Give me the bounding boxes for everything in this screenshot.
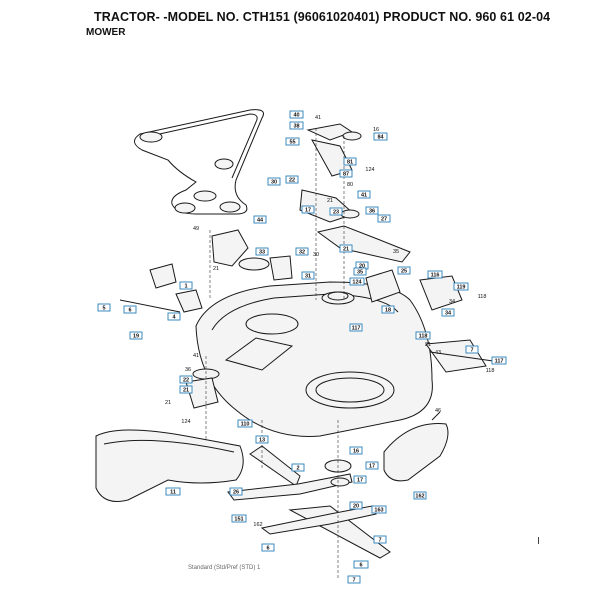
discharge-chute: [95, 429, 244, 502]
callout-plain-21b: 21: [213, 266, 219, 272]
callout-plain-16: 16: [373, 127, 379, 133]
callout-19: 19: [133, 334, 139, 340]
callout-17: 17: [305, 208, 311, 214]
callout-30: 30: [271, 180, 277, 186]
sheet-margin-mark: [538, 537, 539, 544]
callout-plain-41: 41: [315, 115, 321, 121]
callout-34: 34: [445, 311, 452, 317]
callout-4: 4: [172, 315, 176, 321]
left-spindle-assembly: [119, 229, 293, 313]
callout-20-bottom: 7: [352, 578, 355, 584]
callout-21-lower: 21: [183, 388, 189, 394]
callout-55: 55: [289, 140, 295, 146]
callout-44: 44: [257, 218, 264, 224]
callout-plain-35: 35: [393, 249, 399, 255]
callout-32: 32: [299, 250, 305, 256]
callout-22-lower: 22: [183, 378, 189, 384]
callout-59: 20: [353, 504, 359, 510]
callout-5: 5: [102, 306, 105, 312]
callout-25: 25: [401, 269, 407, 275]
callout-16: 16: [353, 449, 359, 455]
callout-40: 40: [293, 113, 299, 119]
callout-87: 87: [343, 172, 349, 178]
callout-plain-46: 46: [435, 408, 441, 414]
mower-deck-shell: [195, 281, 433, 437]
callout-7: 7: [470, 348, 473, 354]
callout-119: 119: [457, 285, 466, 291]
callout-13: 13: [259, 438, 265, 444]
callout-2: 2: [296, 466, 299, 472]
callout-6: 6: [128, 308, 131, 314]
footer-caption: Standard (Std/Pref (STD) 1: [188, 565, 261, 571]
callout-11: 26: [233, 490, 239, 496]
side-deflector: [383, 411, 449, 482]
callout-163: 163: [374, 508, 383, 514]
callout-118: 118: [419, 334, 428, 340]
callout-plain-30: 30: [313, 252, 319, 258]
callout-1: 1: [184, 284, 187, 290]
callout-plain-21: 21: [327, 198, 333, 204]
callout-41: 41: [361, 193, 367, 199]
callout-117: 117: [495, 359, 504, 365]
callout-151-left: 11: [170, 490, 176, 496]
callout-151-lower: 151: [234, 517, 243, 523]
callout-38: 38: [293, 124, 299, 130]
mower-drive-belt: [134, 109, 264, 215]
callout-plain-118b: 118: [486, 368, 495, 374]
page-subtitle: MOWER: [86, 27, 126, 38]
left-idler-assembly: [185, 356, 220, 440]
callout-plain-49: 49: [193, 226, 199, 232]
callout-31: 31: [305, 274, 311, 280]
callout-23: 23: [333, 210, 339, 216]
callout-27: 27: [381, 217, 387, 223]
callout-17-lower: 17: [369, 464, 375, 470]
callout-plain-34: 34: [449, 299, 455, 305]
callout-plain-21c: 21: [425, 342, 431, 348]
blade-spindle-assembly: [227, 420, 391, 578]
callout-36: 36: [369, 209, 375, 215]
callout-124: 124: [352, 280, 362, 286]
callout-26: 162: [415, 494, 424, 500]
callout-3: 117: [352, 326, 361, 332]
callout-plain-124b: 124: [181, 419, 190, 425]
callout-plain-41b: 41: [193, 353, 199, 359]
callout-81: 81: [347, 160, 353, 166]
callout-18: 18: [385, 308, 391, 314]
callout-20: 20: [359, 264, 365, 270]
callout-35: 35: [357, 270, 363, 276]
callout-plain-80: 80: [347, 182, 353, 188]
callout-116: 116: [431, 273, 440, 279]
callout-14: 7: [378, 538, 381, 544]
callout-10: 17: [357, 478, 363, 484]
callout-labels: 40 38 55 84 81 87 22 30 41 17 23 36 27 2…: [97, 110, 507, 584]
right-side-brackets: [365, 269, 501, 373]
callout-22: 22: [289, 178, 295, 184]
page-title: TRACTOR- -MODEL NO. CTH151 (96061020401)…: [94, 10, 551, 24]
callout-plain-124: 124: [365, 167, 374, 173]
callout-21: 21: [343, 247, 349, 253]
callout-plain-36: 36: [185, 367, 191, 373]
callout-plain-labels: 41 16 124 80 21 49 35 21 30 41 34 118 21…: [165, 115, 494, 528]
callout-plain-118: 118: [478, 294, 487, 300]
callout-8: 6: [266, 546, 269, 552]
callout-110: 110: [241, 422, 250, 428]
callout-84: 84: [377, 135, 384, 141]
callout-plain-162: 162: [253, 522, 262, 528]
callout-33: 33: [259, 250, 265, 256]
callout-157: 6: [359, 563, 362, 569]
callout-plain-43: 43: [435, 350, 441, 356]
callout-plain-21d: 21: [165, 400, 171, 406]
